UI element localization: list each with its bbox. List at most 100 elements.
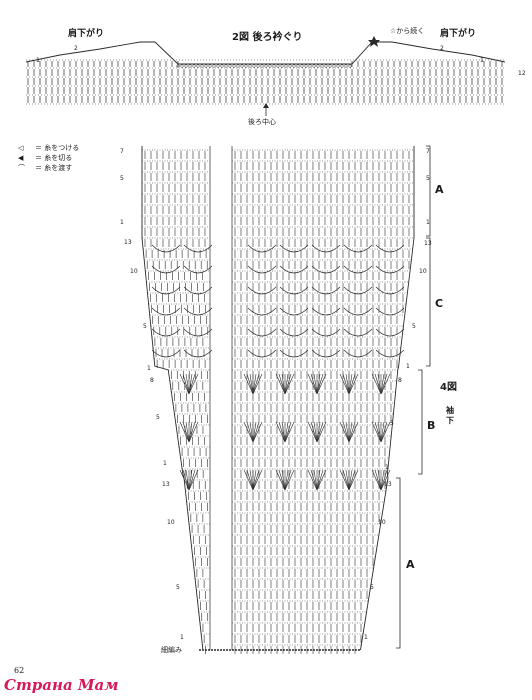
chain-stitch [220, 64, 224, 68]
single-crochet-mark [199, 649, 201, 651]
row-mark-2: 2 [74, 45, 78, 52]
cluster-stitch [278, 421, 286, 443]
chain-stitch [280, 64, 284, 68]
fan-motif [279, 328, 309, 337]
single-crochet-mark [289, 649, 291, 651]
fan-motif [375, 328, 405, 337]
cluster-stitch [284, 469, 295, 491]
fan-motif [343, 349, 373, 358]
single-crochet-mark [202, 649, 204, 651]
cluster-stitch [348, 373, 359, 395]
cluster-stitch [374, 421, 382, 443]
cluster-stitch [179, 421, 190, 443]
single-crochet-mark [259, 649, 261, 651]
cluster-stitch [284, 469, 289, 491]
single-crochet-mark [340, 649, 342, 651]
cluster-stitch [281, 469, 286, 491]
single-crochet-mark [271, 649, 273, 651]
chain-stitch [292, 64, 296, 68]
fan-motif [343, 307, 373, 316]
chain-stitch [264, 64, 268, 68]
single-crochet-mark [337, 649, 339, 651]
cluster-stitch [339, 373, 350, 395]
cluster-stitch [342, 421, 350, 443]
fan-motif [151, 328, 181, 337]
section-label-a-top: A [435, 183, 444, 196]
cluster-stitch [307, 373, 318, 395]
legend-join-yarn: ◁ ＝ 糸をつける [18, 143, 79, 153]
single-crochet-mark [355, 649, 357, 651]
fan-motif [343, 265, 373, 274]
chain-stitch [196, 64, 200, 68]
chain-stitch [200, 64, 204, 68]
single-crochet-mark [343, 649, 345, 651]
cluster-stitch [345, 373, 350, 395]
cluster-stitch [252, 469, 257, 491]
legend-cut-yarn: ◀ ＝ 糸を切る [18, 153, 72, 163]
row-num-left: 5 [156, 414, 160, 421]
chain-stitch [176, 64, 180, 68]
cluster-stitch [348, 469, 359, 491]
chain-stitch [204, 64, 208, 68]
fan-motif [311, 286, 341, 295]
single-crochet-mark [322, 649, 324, 651]
section-bracket [418, 369, 423, 475]
cluster-stitch [313, 469, 318, 491]
row-num-right: 1 [426, 219, 430, 226]
row-num-right: 10 [378, 519, 386, 526]
cluster-stitch [313, 373, 318, 395]
row-num-right: 1 [385, 464, 389, 471]
cluster-stitch [243, 421, 254, 443]
single-crochet-mark [280, 649, 282, 651]
star-icon [368, 36, 380, 47]
single-crochet-mark [331, 649, 333, 651]
cluster-stitch [252, 421, 263, 443]
cluster-stitch [188, 469, 196, 491]
row-num-left: 5 [120, 175, 124, 182]
fan-motif [151, 307, 181, 316]
cluster-stitch [188, 373, 196, 395]
fan-motif [311, 265, 341, 274]
cluster-stitch [281, 421, 286, 443]
cluster-stitch [348, 469, 356, 491]
cluster-stitch [348, 373, 353, 395]
row-num-left: 10 [167, 519, 175, 526]
cluster-stitch [307, 421, 318, 443]
cluster-stitch [188, 421, 196, 443]
chain-stitch [276, 64, 280, 68]
chain-stitch [180, 64, 184, 68]
single-crochet-mark [298, 649, 300, 651]
cluster-stitch [188, 421, 193, 443]
cluster-stitch [284, 421, 295, 443]
section-bracket [426, 145, 431, 237]
figure2-title: 2図 後ろ衿ぐり [232, 32, 303, 43]
single-crochet-mark [211, 649, 213, 651]
cluster-stitch [377, 469, 382, 491]
figure4-subtitle-under: 下 [446, 416, 454, 425]
cluster-stitch [284, 421, 289, 443]
chain-stitch [184, 64, 188, 68]
single-crochet-mark [301, 649, 303, 651]
row-num-left: 1 [180, 634, 184, 641]
site-watermark: Страна Мам [4, 676, 119, 694]
single-crochet-mark [277, 649, 279, 651]
cluster-stitch [380, 469, 388, 491]
cluster-stitch [313, 421, 318, 443]
legend-label: ＝ 糸を渡す [35, 164, 73, 172]
figure4-title: 4図 [440, 382, 457, 393]
single-crochet-mark [274, 649, 276, 651]
cluster-stitch [380, 421, 385, 443]
cluster-stitch [188, 373, 193, 395]
chain-stitch [240, 64, 244, 68]
single-crochet-mark [229, 649, 231, 651]
row-num-left: 10 [130, 268, 138, 275]
fan-motif [375, 349, 405, 358]
cluster-stitch [316, 373, 324, 395]
continue-note: ☆から続く [390, 27, 425, 35]
cluster-stitch [380, 469, 385, 491]
chain-stitch [208, 64, 212, 68]
row-num-left: 13 [124, 239, 132, 246]
chain-stitch [236, 64, 240, 68]
section-bracket [426, 237, 431, 367]
single-crochet-mark [334, 649, 336, 651]
